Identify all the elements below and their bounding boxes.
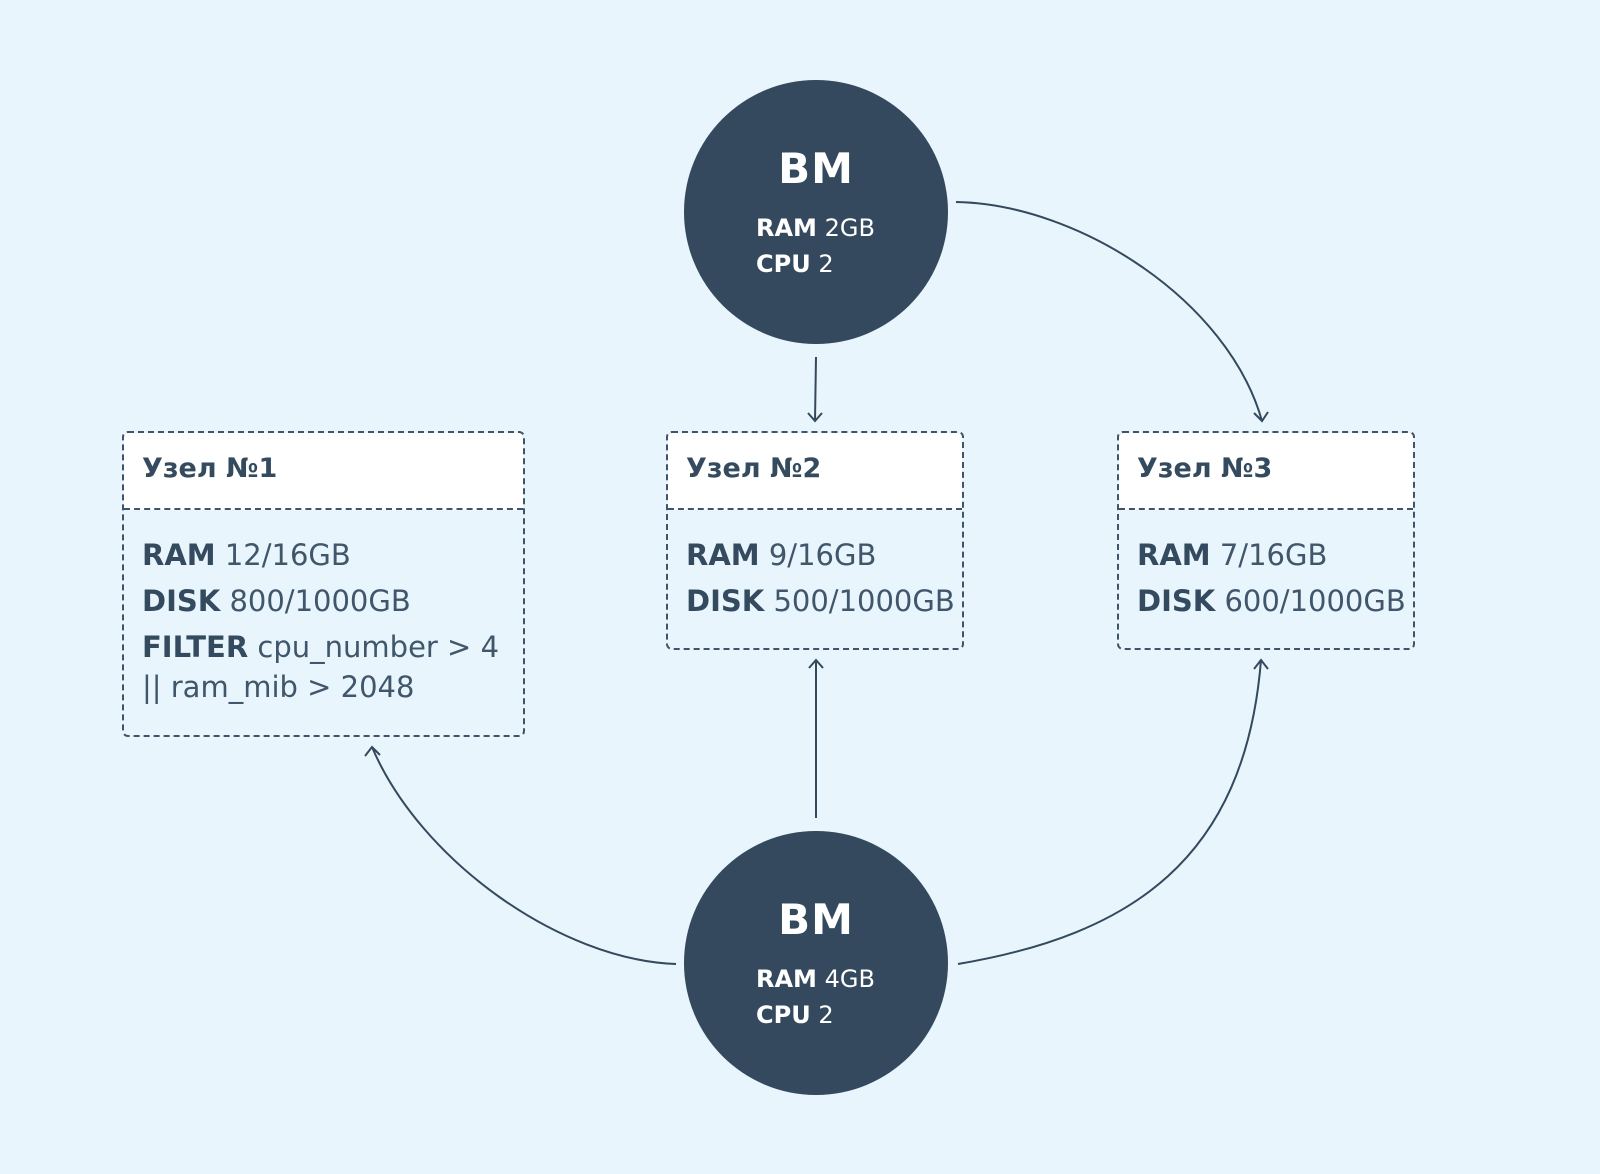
- node-1-disk-value: 800/1000GB: [229, 584, 411, 618]
- vm-top-cpu: CPU 2: [756, 249, 834, 279]
- node-3-box[interactable]: Узел №3 RAM 7/16GB DISK 600/1000GB: [1117, 431, 1415, 650]
- node-1-ram-label: RAM: [142, 538, 216, 572]
- vm-bottom-ram-label: RAM: [756, 965, 817, 993]
- node-3-disk: DISK 600/1000GB: [1137, 581, 1406, 621]
- node-3-ram-value: 7/16GB: [1219, 538, 1328, 572]
- vm-bottom-circle[interactable]: ВМ RAM 4GB CPU 2: [684, 831, 948, 1095]
- vm-bottom-cpu: CPU 2: [756, 1000, 834, 1030]
- vm-bottom-ram-value: 4GB: [824, 965, 875, 993]
- vm-top-circle[interactable]: ВМ RAM 2GB CPU 2: [684, 80, 948, 344]
- node-2-title: Узел №2: [668, 433, 962, 510]
- node-3-title: Узел №3: [1119, 433, 1413, 510]
- arrowhead-node1-bottom: [364, 745, 381, 757]
- vm-top-cpu-value: 2: [818, 250, 834, 278]
- node-1-disk-label: DISK: [142, 584, 221, 618]
- arrowhead-node2-top: [807, 412, 823, 423]
- arrowhead-node3-bottom: [1253, 658, 1269, 670]
- node-1-filter-label: FILTER: [142, 630, 249, 664]
- node-3-body: RAM 7/16GB DISK 600/1000GB: [1119, 510, 1413, 621]
- vm-bottom-title: ВМ: [778, 895, 854, 944]
- node-3-ram-label: RAM: [1137, 538, 1211, 572]
- node-2-ram-value: 9/16GB: [768, 538, 877, 572]
- node-1-ram: RAM 12/16GB: [142, 535, 505, 575]
- node-1-disk: DISK 800/1000GB: [142, 581, 505, 621]
- node-3-disk-label: DISK: [1137, 584, 1216, 618]
- vm-top-ram-label: RAM: [756, 214, 817, 242]
- node-1-box[interactable]: Узел №1 RAM 12/16GB DISK 800/1000GB FILT…: [122, 431, 525, 737]
- edge-vm1-to-node3: [955, 201, 1263, 422]
- node-2-box[interactable]: Узел №2 RAM 9/16GB DISK 500/1000GB: [666, 431, 964, 650]
- node-1-filter-value: cpu_number > 4 || ram_mib > 2048: [142, 630, 500, 704]
- arrowhead-node3-top: [1253, 411, 1269, 423]
- vm-top-title: ВМ: [778, 144, 854, 193]
- node-3-ram: RAM 7/16GB: [1137, 535, 1395, 575]
- vm-bottom-cpu-value: 2: [818, 1001, 834, 1029]
- node-2-disk-value: 500/1000GB: [773, 584, 955, 618]
- vm-top-ram-value: 2GB: [824, 214, 875, 242]
- vm-top-cpu-label: CPU: [756, 250, 811, 278]
- edge-vm2-to-node1: [371, 746, 677, 965]
- vm-bottom-cpu-label: CPU: [756, 1001, 811, 1029]
- edge-vm1-to-node2: [814, 356, 817, 422]
- node-2-body: RAM 9/16GB DISK 500/1000GB: [668, 510, 962, 621]
- vm-top-ram: RAM 2GB: [756, 213, 875, 243]
- node-3-disk-value: 600/1000GB: [1224, 584, 1406, 618]
- node-1-filter: FILTER cpu_number > 4 || ram_mib > 2048: [142, 627, 505, 707]
- node-2-disk: DISK 500/1000GB: [686, 581, 955, 621]
- node-1-ram-value: 12/16GB: [224, 538, 351, 572]
- vm-bottom-ram: RAM 4GB: [756, 964, 875, 994]
- node-2-ram: RAM 9/16GB: [686, 535, 944, 575]
- node-1-title: Узел №1: [124, 433, 523, 510]
- edge-vm2-to-node3: [957, 659, 1262, 965]
- node-2-disk-label: DISK: [686, 584, 765, 618]
- node-1-body: RAM 12/16GB DISK 800/1000GB FILTER cpu_n…: [124, 510, 523, 707]
- arrowhead-node2-bottom: [808, 658, 824, 669]
- node-2-ram-label: RAM: [686, 538, 760, 572]
